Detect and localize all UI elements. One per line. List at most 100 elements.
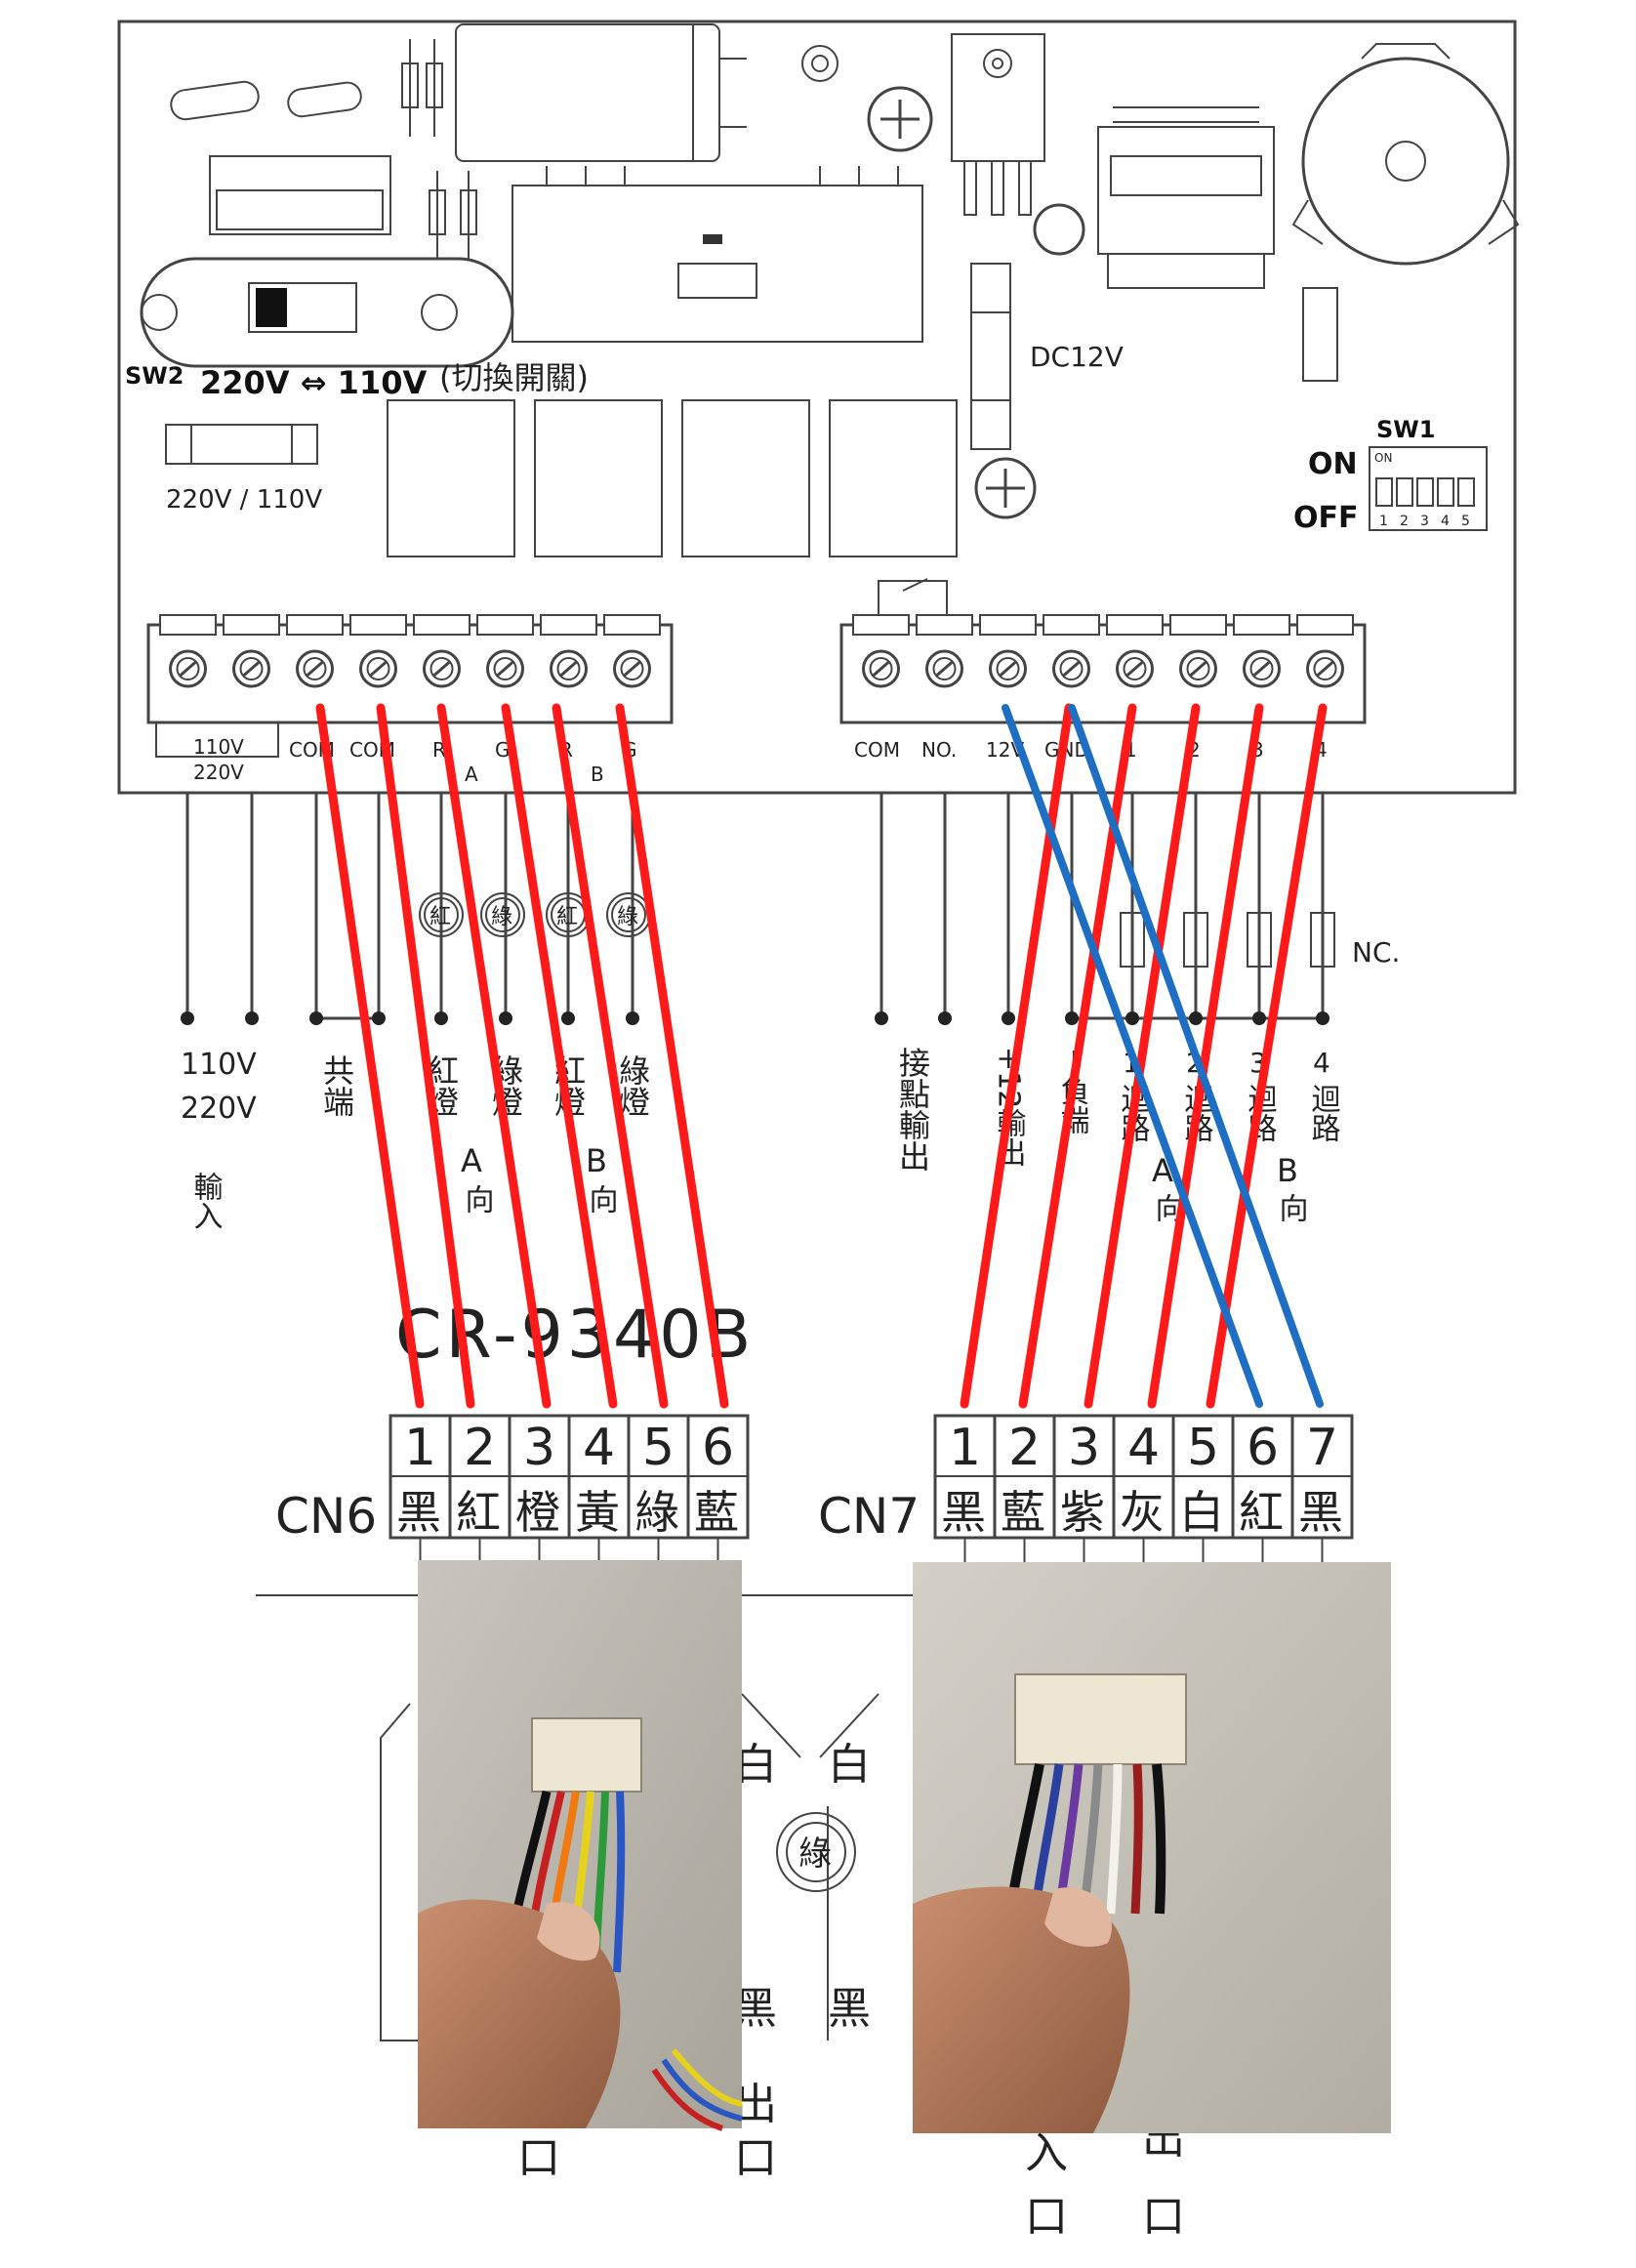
terminal-screw-slot: [935, 660, 954, 678]
terminal-fin: [223, 614, 280, 636]
sw1-label: SW1: [1376, 416, 1435, 443]
connector-wire-color: 紅: [456, 1486, 501, 1539]
svg-text:2: 2: [1400, 514, 1409, 529]
terminal-screw-slot: [179, 660, 197, 678]
connector-wire-color: 黑: [941, 1486, 986, 1539]
right-terminal-block: [839, 614, 1367, 724]
terminal-fin: [1296, 614, 1354, 636]
svg-text:5: 5: [1461, 514, 1470, 529]
connector-wire-color: 白: [1179, 1486, 1224, 1539]
terminal-body: [146, 623, 674, 724]
terminal-fin: [979, 614, 1037, 636]
terminal-screw-slot: [306, 660, 324, 678]
svg-text:紅: 紅: [429, 905, 451, 929]
legend-common: 共端: [318, 1054, 355, 1117]
group-label-b: B: [591, 763, 604, 786]
red-wire: [1084, 703, 1201, 1409]
terminal-label-110v: 110V: [193, 735, 244, 759]
connector-wire-color: 黑: [1298, 1486, 1343, 1539]
terminal-fin: [540, 614, 597, 636]
off-label: OFF: [1293, 501, 1359, 535]
legend-dir-b-text: 向: [584, 1184, 618, 1214]
red-wire: [1147, 703, 1264, 1409]
svg-text:綠: 綠: [491, 905, 512, 929]
terminal-fin: [159, 614, 217, 636]
cn6-label: CN6: [275, 1488, 377, 1545]
contact-symbol: [878, 578, 948, 620]
terminal-screw-slot: [999, 660, 1017, 678]
bg-mouth-1: 口: [517, 2133, 560, 2183]
red-wire: [501, 703, 618, 1409]
terminal-fin: [413, 614, 470, 636]
dip-switch: ON 1 2 3 4 5: [1369, 446, 1488, 531]
lamp-red-a: 紅: [419, 892, 464, 937]
red-wire: [376, 703, 475, 1409]
red-wire: [436, 703, 552, 1409]
red-wire: [1206, 703, 1328, 1409]
nc-switches: [1120, 912, 1335, 968]
terminal-screw-slot: [432, 660, 451, 678]
terminal-screw-slot: [623, 660, 641, 678]
connector-wire-color: 橙: [515, 1486, 560, 1539]
fuse-component: [165, 424, 318, 465]
svg-text:ON: ON: [1374, 451, 1392, 465]
buzzer-component: [1291, 43, 1520, 266]
legend-contact-output: 接點輸出: [894, 1047, 931, 1172]
voltage-switch-label: 220V ⇔ 110V: [200, 364, 427, 401]
legend-right-dir-b-letter: B: [1277, 1152, 1298, 1189]
dc12v-label: DC12V: [1030, 341, 1124, 373]
connector-pin-number: 1: [949, 1419, 981, 1477]
connector-pin-number: 7: [1306, 1419, 1338, 1477]
terminal-body: [839, 623, 1367, 724]
ribbon-connector: [1097, 106, 1275, 289]
red-wire: [615, 703, 729, 1409]
svg-text:4: 4: [1441, 514, 1450, 529]
terminal-fin: [476, 614, 534, 636]
terminal-label-no: NO.: [921, 738, 957, 762]
terminal-fin: [1169, 614, 1227, 636]
lamp-green-b: 綠: [606, 892, 651, 937]
terminal-block-5pin: [209, 155, 391, 235]
connector-wire-color: 黑: [396, 1486, 441, 1539]
oval-component: [287, 81, 362, 118]
connector-pin-number: 4: [1127, 1419, 1160, 1477]
screw-icon: [867, 86, 933, 152]
screw-icon: [801, 45, 838, 82]
photo-cn7-connector: [913, 1562, 1391, 2133]
fuse-label: 220V / 110V: [166, 485, 322, 515]
oval-component: [170, 80, 260, 121]
terminal-screw-slot: [369, 660, 388, 678]
connector-pin-number: 1: [404, 1419, 436, 1477]
blue-wire: [1002, 704, 1263, 1408]
bg-mouth-4: 口: [1142, 2192, 1185, 2242]
connector-wire-color: 綠: [634, 1486, 679, 1539]
terminal-label-220v: 220V: [193, 761, 244, 784]
terminal-screw-slot: [496, 660, 514, 678]
red-wire: [960, 703, 1074, 1409]
terminal-screw-slot: [872, 660, 890, 678]
background-wire: [741, 1693, 879, 2041]
legend-dir-a-letter: A: [461, 1142, 482, 1179]
blue-wire: [1068, 704, 1324, 1408]
screw-icon: [974, 457, 1037, 519]
svg-text:綠: 綠: [798, 1835, 832, 1874]
terminal-fin: [603, 614, 661, 636]
regulator-component: [951, 33, 1045, 216]
connector-pin-number: 5: [1187, 1419, 1219, 1477]
terminal-label-com: COM: [854, 738, 900, 762]
connector-pin-number: 5: [642, 1419, 675, 1477]
connector-pin-number: 2: [1008, 1419, 1041, 1477]
connector-wire-color: 灰: [1120, 1486, 1165, 1539]
terminal-fin: [852, 614, 910, 636]
terminal-fin: [1233, 614, 1290, 636]
heatsink: [511, 166, 923, 343]
model-label: CR-9340B: [395, 1297, 755, 1374]
terminal-fin: [916, 614, 973, 636]
on-label: ON: [1308, 447, 1358, 481]
terminal-fin: [1106, 614, 1164, 636]
legend-right-dir-b-text: 向: [1274, 1193, 1308, 1222]
junction-dots-right: [875, 1011, 1329, 1025]
terminal-label-g-a: G: [495, 738, 511, 762]
